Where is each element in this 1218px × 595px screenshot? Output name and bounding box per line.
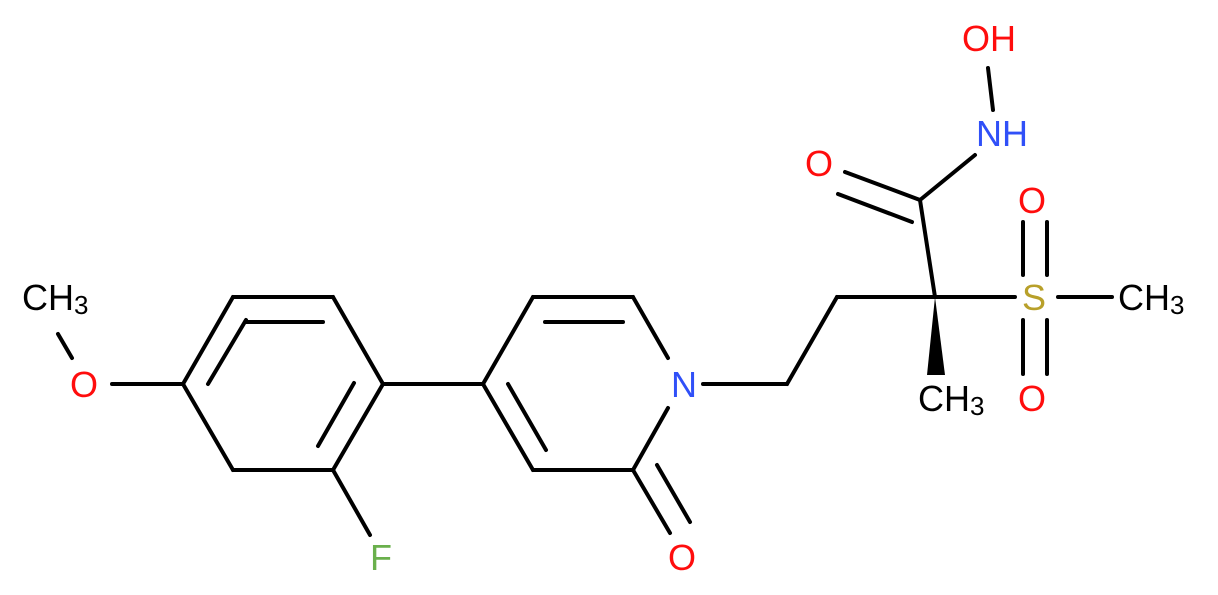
bond [631,468,672,535]
bond [836,192,914,224]
bond [918,153,977,202]
wedge-bond [927,297,945,375]
bond [206,318,248,386]
bond [506,382,548,452]
sulfonyl-o-bottom-label: O [1018,378,1046,419]
pyridone-o-label: O [668,537,696,578]
bond [331,382,385,472]
bond [843,170,922,202]
sulfur-label: S [1022,277,1046,318]
sulfonyl-o-top-label: O [1018,180,1046,221]
alpha-methyl-label: CH3 [918,378,984,422]
bond [481,382,535,472]
bond [331,295,385,386]
carbonyl-o-label: O [805,143,833,184]
bond [631,406,670,472]
bond [181,295,235,386]
hydroxyl-oh-label: OH [962,18,1016,59]
methyl-on-sulfur-label: CH3 [1118,277,1184,321]
amide-nh-label: NH [976,113,1028,154]
bond [331,468,372,537]
pyridone-n-label: N [671,364,697,405]
bond [56,332,74,360]
bond [181,382,235,472]
bond [481,295,535,386]
bond [918,198,937,299]
methoxy-o-label: O [70,364,98,405]
bond-layer [56,66,1114,537]
bond [655,463,692,524]
bond [316,381,356,448]
atom-label-layer: OH NH O O O S CH3 CH3 N O F O CH3 [22,18,1184,578]
fluorine-label: F [370,537,392,578]
bond [785,295,839,386]
methoxy-methyl-label: CH3 [22,277,88,321]
bond [631,295,670,360]
bond [986,66,995,112]
